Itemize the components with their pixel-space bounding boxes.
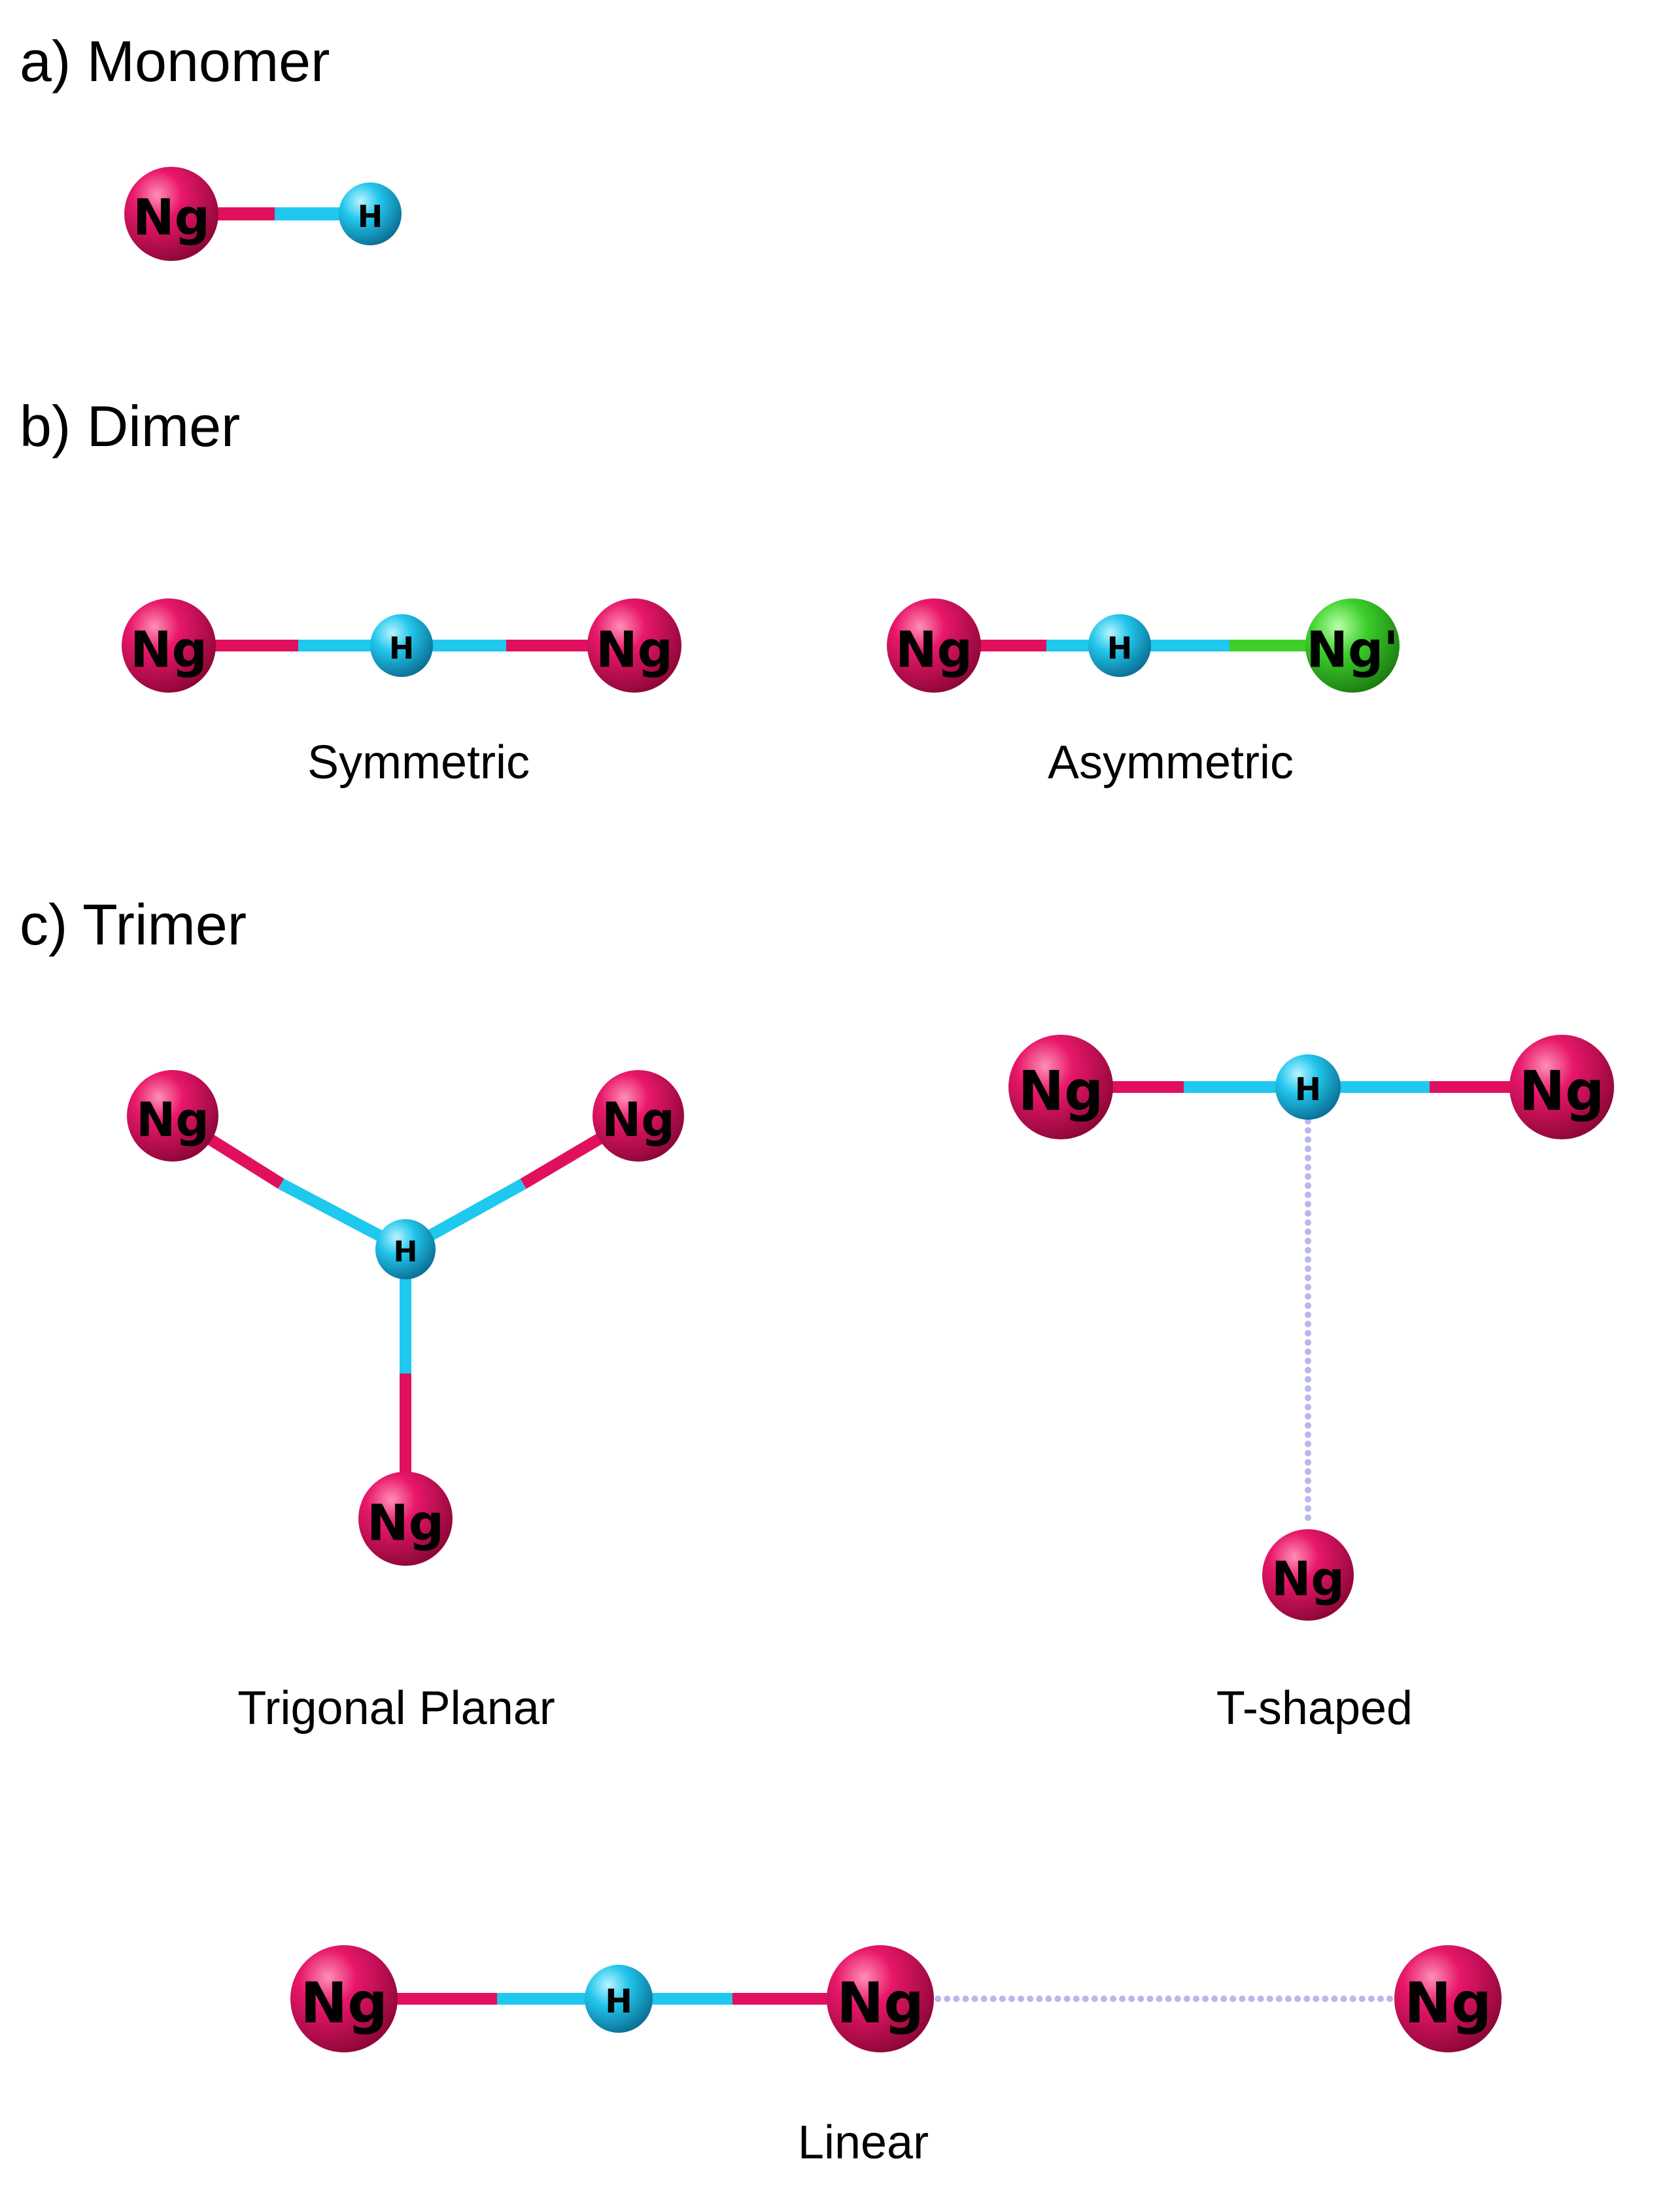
h-atom-label: H	[358, 199, 383, 234]
ng-atom-label: Ng	[367, 1494, 444, 1552]
trimer-section: c) Trimer Ng Ng H Ng Trigonal Planar Ng	[20, 892, 1614, 2169]
h-atom	[1088, 614, 1151, 677]
dimer-section: b) Dimer Ng H Ng Symmetric Ng H Ng' Asym…	[20, 394, 1400, 789]
caption-symmetric: Symmetric	[307, 736, 530, 789]
ng-atom	[1394, 1945, 1502, 2052]
section-title-dimer: b) Dimer	[20, 394, 240, 458]
ng-atom-label: Ng	[836, 1971, 924, 2036]
h-atom	[370, 614, 433, 677]
ng-atom	[1509, 1035, 1614, 1139]
ng-atom-label: Ng	[130, 621, 207, 679]
h-atom-label: H	[394, 1236, 418, 1269]
section-title-monomer: a) Monomer	[20, 29, 330, 94]
h-atom-label: H	[389, 631, 415, 666]
ng-atom	[593, 1070, 684, 1162]
ng-atom-label: Ng	[596, 621, 673, 679]
section-title-trimer: c) Trimer	[20, 892, 247, 957]
ng-atom	[290, 1945, 398, 2052]
h-atom	[375, 1219, 436, 1279]
ng-atom	[1008, 1035, 1113, 1139]
caption-asymmetric: Asymmetric	[1048, 736, 1294, 789]
ng-atom-label: Ng	[1404, 1971, 1492, 2036]
t-shaped-trimer: Ng H Ng Ng T-shaped	[1008, 1035, 1614, 1735]
ng-atom	[122, 598, 216, 693]
ng-atom	[1262, 1529, 1354, 1621]
linear-trimer: Ng H Ng Ng Linear	[290, 1945, 1502, 2169]
caption-trigonal-planar: Trigonal Planar	[237, 1682, 555, 1735]
ng-atom-label: Ng	[1271, 1551, 1345, 1606]
h-atom	[1275, 1054, 1341, 1120]
ng-atom-label: Ng	[133, 188, 210, 247]
ng-atom	[127, 1070, 218, 1162]
caption-t-shaped: T-shaped	[1216, 1682, 1413, 1735]
ng-atom-label: Ng	[1519, 1059, 1604, 1123]
h-atom-label: H	[605, 1982, 632, 2020]
ng-atom-label: Ng	[300, 1971, 388, 2036]
h-atom	[339, 182, 402, 245]
h-atom-label: H	[1107, 631, 1133, 666]
h-atom	[585, 1965, 653, 2033]
ng-atom-label: Ng	[602, 1092, 675, 1147]
ng-atom	[358, 1472, 453, 1566]
ng-prime-atom-label: Ng'	[1306, 621, 1398, 679]
trigonal-planar-trimer: Ng Ng H Ng Trigonal Planar	[127, 1070, 684, 1735]
ng-atom	[827, 1945, 934, 2052]
ng-atom	[124, 167, 218, 261]
ng-prime-atom	[1305, 598, 1400, 693]
ng-atom	[587, 598, 681, 693]
ng-atom	[887, 598, 981, 693]
symmetric-dimer: Ng H Ng Symmetric	[122, 598, 681, 789]
monomer-section: a) Monomer Ng H	[20, 29, 402, 261]
ng-atom-label: Ng	[1018, 1059, 1103, 1123]
caption-linear: Linear	[798, 2117, 929, 2169]
h-atom-label: H	[1295, 1071, 1321, 1108]
ng-atom-label: Ng	[136, 1092, 209, 1147]
ng-atom-label: Ng	[895, 621, 972, 679]
asymmetric-dimer: Ng H Ng' Asymmetric	[887, 598, 1400, 789]
